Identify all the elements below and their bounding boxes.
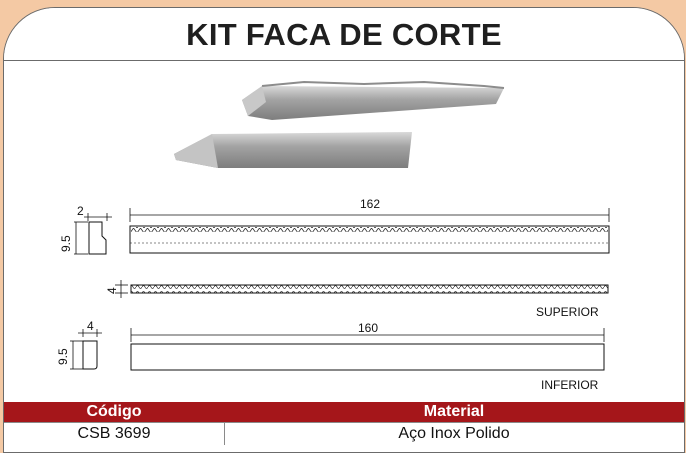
title-band: KIT FACA DE CORTE [4, 8, 684, 61]
cell-material: Aço Inox Polido [398, 425, 510, 442]
upper-tooth-dim: 2 [77, 204, 84, 218]
product-card: KIT FACA DE CORTE [3, 7, 685, 453]
table-row: CSB 3699 Aço Inox Polido [4, 422, 684, 445]
spec-table-header: Código Material [4, 402, 684, 422]
upper-front-view: 162 [129, 197, 610, 254]
superior-label: SUPERIOR [536, 305, 599, 319]
lower-length-dim: 160 [358, 321, 378, 335]
upper-height-dim: 9.5 [59, 235, 73, 252]
lower-front-view: 160 [130, 321, 605, 371]
upper-blade-image [242, 80, 505, 120]
header-material: Material [423, 403, 485, 420]
inferior-label: INFERIOR [541, 378, 599, 392]
cell-codigo: CSB 3699 [77, 425, 151, 442]
upper-top-view: 4 [105, 280, 609, 298]
upper-thickness-dim: 4 [105, 287, 119, 294]
lower-profile: 4 9.5 [56, 319, 102, 370]
lower-height-dim: 9.5 [56, 348, 70, 365]
column-divider [224, 423, 225, 445]
upper-profile: 2 9.5 [59, 204, 112, 255]
lower-blade-image [174, 132, 412, 168]
page-title: KIT FACA DE CORTE [186, 17, 502, 52]
header-codigo: Código [86, 403, 142, 420]
technical-drawing: 2 9.5 162 4 [56, 80, 610, 371]
upper-length-dim: 162 [360, 197, 380, 211]
lower-thickness-dim: 4 [87, 319, 94, 333]
